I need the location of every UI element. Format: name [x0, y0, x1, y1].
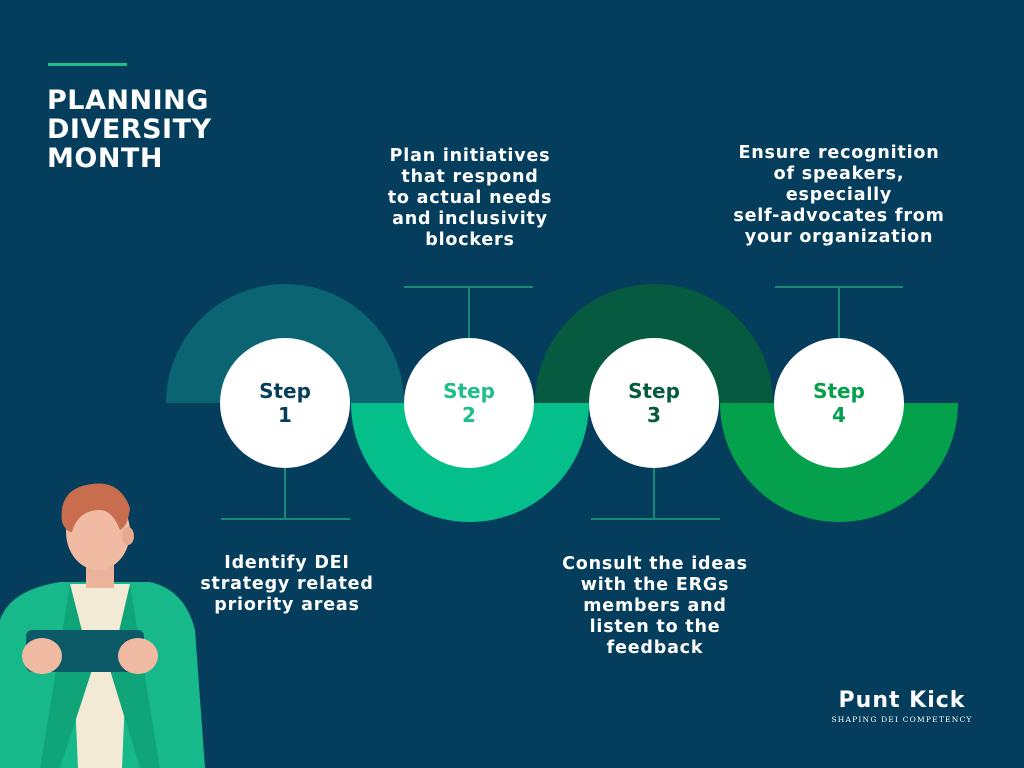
step-3-circle	[589, 338, 719, 468]
step-2-label: Step	[443, 379, 495, 403]
step-3-label: Step	[628, 379, 680, 403]
person-holding-phone-illustration	[0, 483, 205, 768]
brand-tagline: SHAPING DEI COMPETENCY	[831, 715, 973, 724]
connectors	[221, 286, 903, 520]
title-accent-line	[48, 63, 127, 66]
step-4-circle	[774, 338, 904, 468]
page-title: PLANNING DIVERSITY MONTH	[47, 85, 212, 174]
step-2-description: Plan initiatives that respond to actual …	[387, 146, 553, 250]
brand-logo: Punt Kick SHAPING DEI COMPETENCY	[822, 688, 982, 724]
step-3-number: 3	[647, 403, 661, 427]
step-4-label: Step	[813, 379, 865, 403]
step-2-circle	[404, 338, 534, 468]
step-1-number: 1	[278, 403, 292, 427]
step-4-number: 4	[832, 403, 846, 427]
step-1-circle	[220, 338, 350, 468]
step-3-description: Consult the ideas with the ERGs members …	[562, 554, 748, 658]
step-4-description: Ensure recognition of speakers, especial…	[733, 143, 945, 247]
brand-name: Punt Kick	[838, 688, 966, 713]
step-1-description: Identify DEI strategy related priority a…	[200, 553, 374, 615]
step-2-number: 2	[462, 403, 476, 427]
step-1-label: Step	[259, 379, 311, 403]
